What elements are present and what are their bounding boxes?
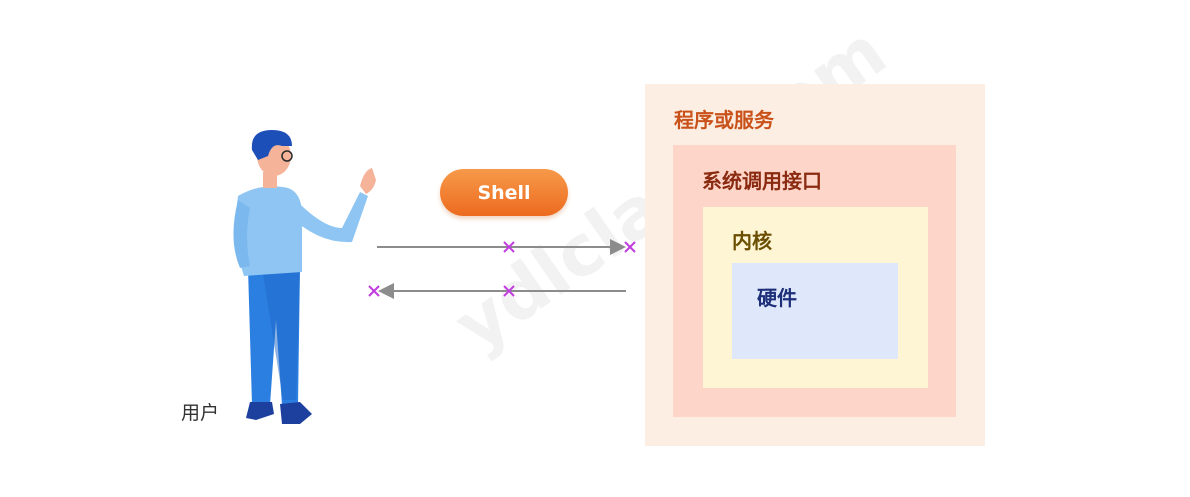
- user-label: 用户: [181, 402, 220, 424]
- syscall-interface-label: 系统调用接口: [702, 169, 822, 193]
- arrow-to-user: [378, 283, 626, 299]
- program-service-label: 程序或服务: [674, 108, 774, 132]
- cross-marker: [624, 241, 636, 253]
- cross-marker: [503, 285, 515, 297]
- cross-marker: [503, 241, 515, 253]
- user-figure: [233, 130, 376, 424]
- kernel-label: 内核: [732, 229, 772, 253]
- hardware-layer: 硬件: [732, 263, 898, 359]
- hardware-label: 硬件: [757, 286, 797, 310]
- arrow-to-system: [377, 239, 626, 255]
- shell-badge: Shell: [440, 169, 568, 216]
- cross-markers: [368, 241, 636, 297]
- cross-marker: [368, 285, 380, 297]
